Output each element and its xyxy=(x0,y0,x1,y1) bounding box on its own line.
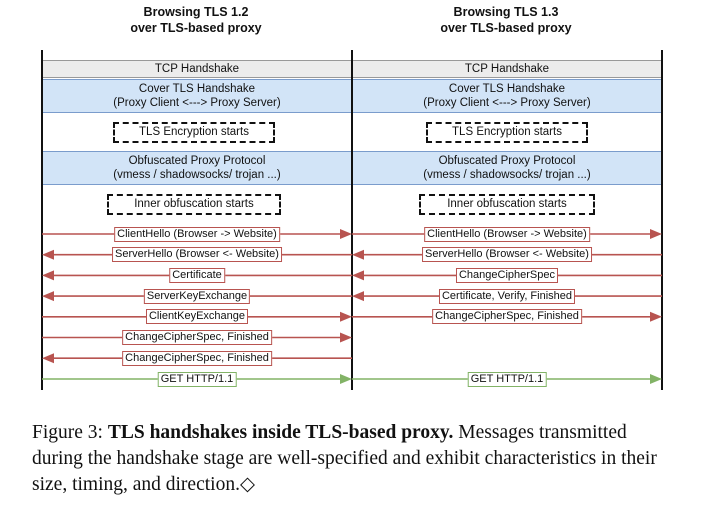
tcp-handshake-band-tls12: TCP Handshake xyxy=(42,60,352,78)
message-label: ClientKeyExchange xyxy=(145,309,249,325)
column-title-tls12: Browsing TLS 1.2 over TLS-based proxy xyxy=(76,4,316,36)
message-label: ChangeCipherSpec, Finished xyxy=(122,330,272,345)
lifeline-server xyxy=(661,50,663,390)
obfuscated-proxy-band-tls12: Obfuscated Proxy Protocol (vmess / shado… xyxy=(42,151,352,185)
tcp-handshake-label: TCP Handshake xyxy=(154,63,240,75)
obfuscated-proxy-line2: (vmess / shadowsocks/ trojan ...) xyxy=(423,169,591,181)
cover-tls-line2: (Proxy Client <---> Proxy Server) xyxy=(113,97,281,109)
message-label: ChangeCipherSpec, Finished xyxy=(122,350,272,366)
title-line1: Browsing TLS 1.2 xyxy=(143,5,249,19)
tls-encryption-starts-box-tls12: TLS Encryption starts xyxy=(113,122,275,143)
message-label: Certificate xyxy=(169,267,225,283)
message-label: GET HTTP/1.1 xyxy=(157,371,237,387)
title-line2: over TLS-based proxy xyxy=(440,21,572,35)
message-arrows xyxy=(42,229,662,384)
cover-tls-line1: Cover TLS Handshake xyxy=(138,83,256,95)
lifeline-client xyxy=(41,50,43,390)
title-line1: Browsing TLS 1.3 xyxy=(453,5,559,19)
caption-symbol: ◇ xyxy=(239,474,255,495)
inner-obfuscation-starts-box-tls13: Inner obfuscation starts xyxy=(419,194,595,215)
obfuscated-proxy-line1: Obfuscated Proxy Protocol xyxy=(438,155,576,167)
obfuscated-proxy-band-tls13: Obfuscated Proxy Protocol (vmess / shado… xyxy=(352,151,662,185)
cover-tls-band-tls12: Cover TLS Handshake (Proxy Client <---> … xyxy=(42,79,352,113)
tcp-handshake-label: TCP Handshake xyxy=(464,63,550,75)
message-label: GET HTTP/1.1 xyxy=(467,371,547,387)
message-label: ServerKeyExchange xyxy=(143,288,251,304)
caption-rest: Messages transmitted during the handshak… xyxy=(32,422,657,495)
message-label: ChangeCipherSpec, Finished xyxy=(432,309,582,325)
obfuscated-proxy-line1: Obfuscated Proxy Protocol xyxy=(128,155,266,167)
title-line2: over TLS-based proxy xyxy=(130,21,262,35)
message-label: ServerHello (Browser <- Website) xyxy=(112,247,282,263)
message-label: Certificate, Verify, Finished xyxy=(438,288,576,304)
cover-tls-line2: (Proxy Client <---> Proxy Server) xyxy=(423,97,591,109)
cover-tls-band-tls13: Cover TLS Handshake (Proxy Client <---> … xyxy=(352,79,662,113)
figure-caption: Figure 3: TLS handshakes inside TLS-base… xyxy=(32,420,677,498)
message-label: ChangeCipherSpec xyxy=(455,267,559,283)
caption-prefix: Figure 3: xyxy=(32,422,103,443)
lifeline-proxy xyxy=(351,50,353,390)
inner-obfuscation-starts-box-tls12: Inner obfuscation starts xyxy=(107,194,281,215)
tls-encryption-starts-box-tls13: TLS Encryption starts xyxy=(426,122,588,143)
cover-tls-line1: Cover TLS Handshake xyxy=(448,83,566,95)
column-title-tls13: Browsing TLS 1.3 over TLS-based proxy xyxy=(386,4,626,36)
tcp-handshake-band-tls13: TCP Handshake xyxy=(352,60,662,78)
caption-bold: TLS handshakes inside TLS-based proxy. xyxy=(107,422,454,443)
message-label: ClientHello (Browser -> Website) xyxy=(114,226,280,242)
message-label: ServerHello (Browser <- Website) xyxy=(422,247,592,263)
message-label: ClientHello (Browser -> Website) xyxy=(424,226,590,242)
obfuscated-proxy-line2: (vmess / shadowsocks/ trojan ...) xyxy=(113,169,281,181)
